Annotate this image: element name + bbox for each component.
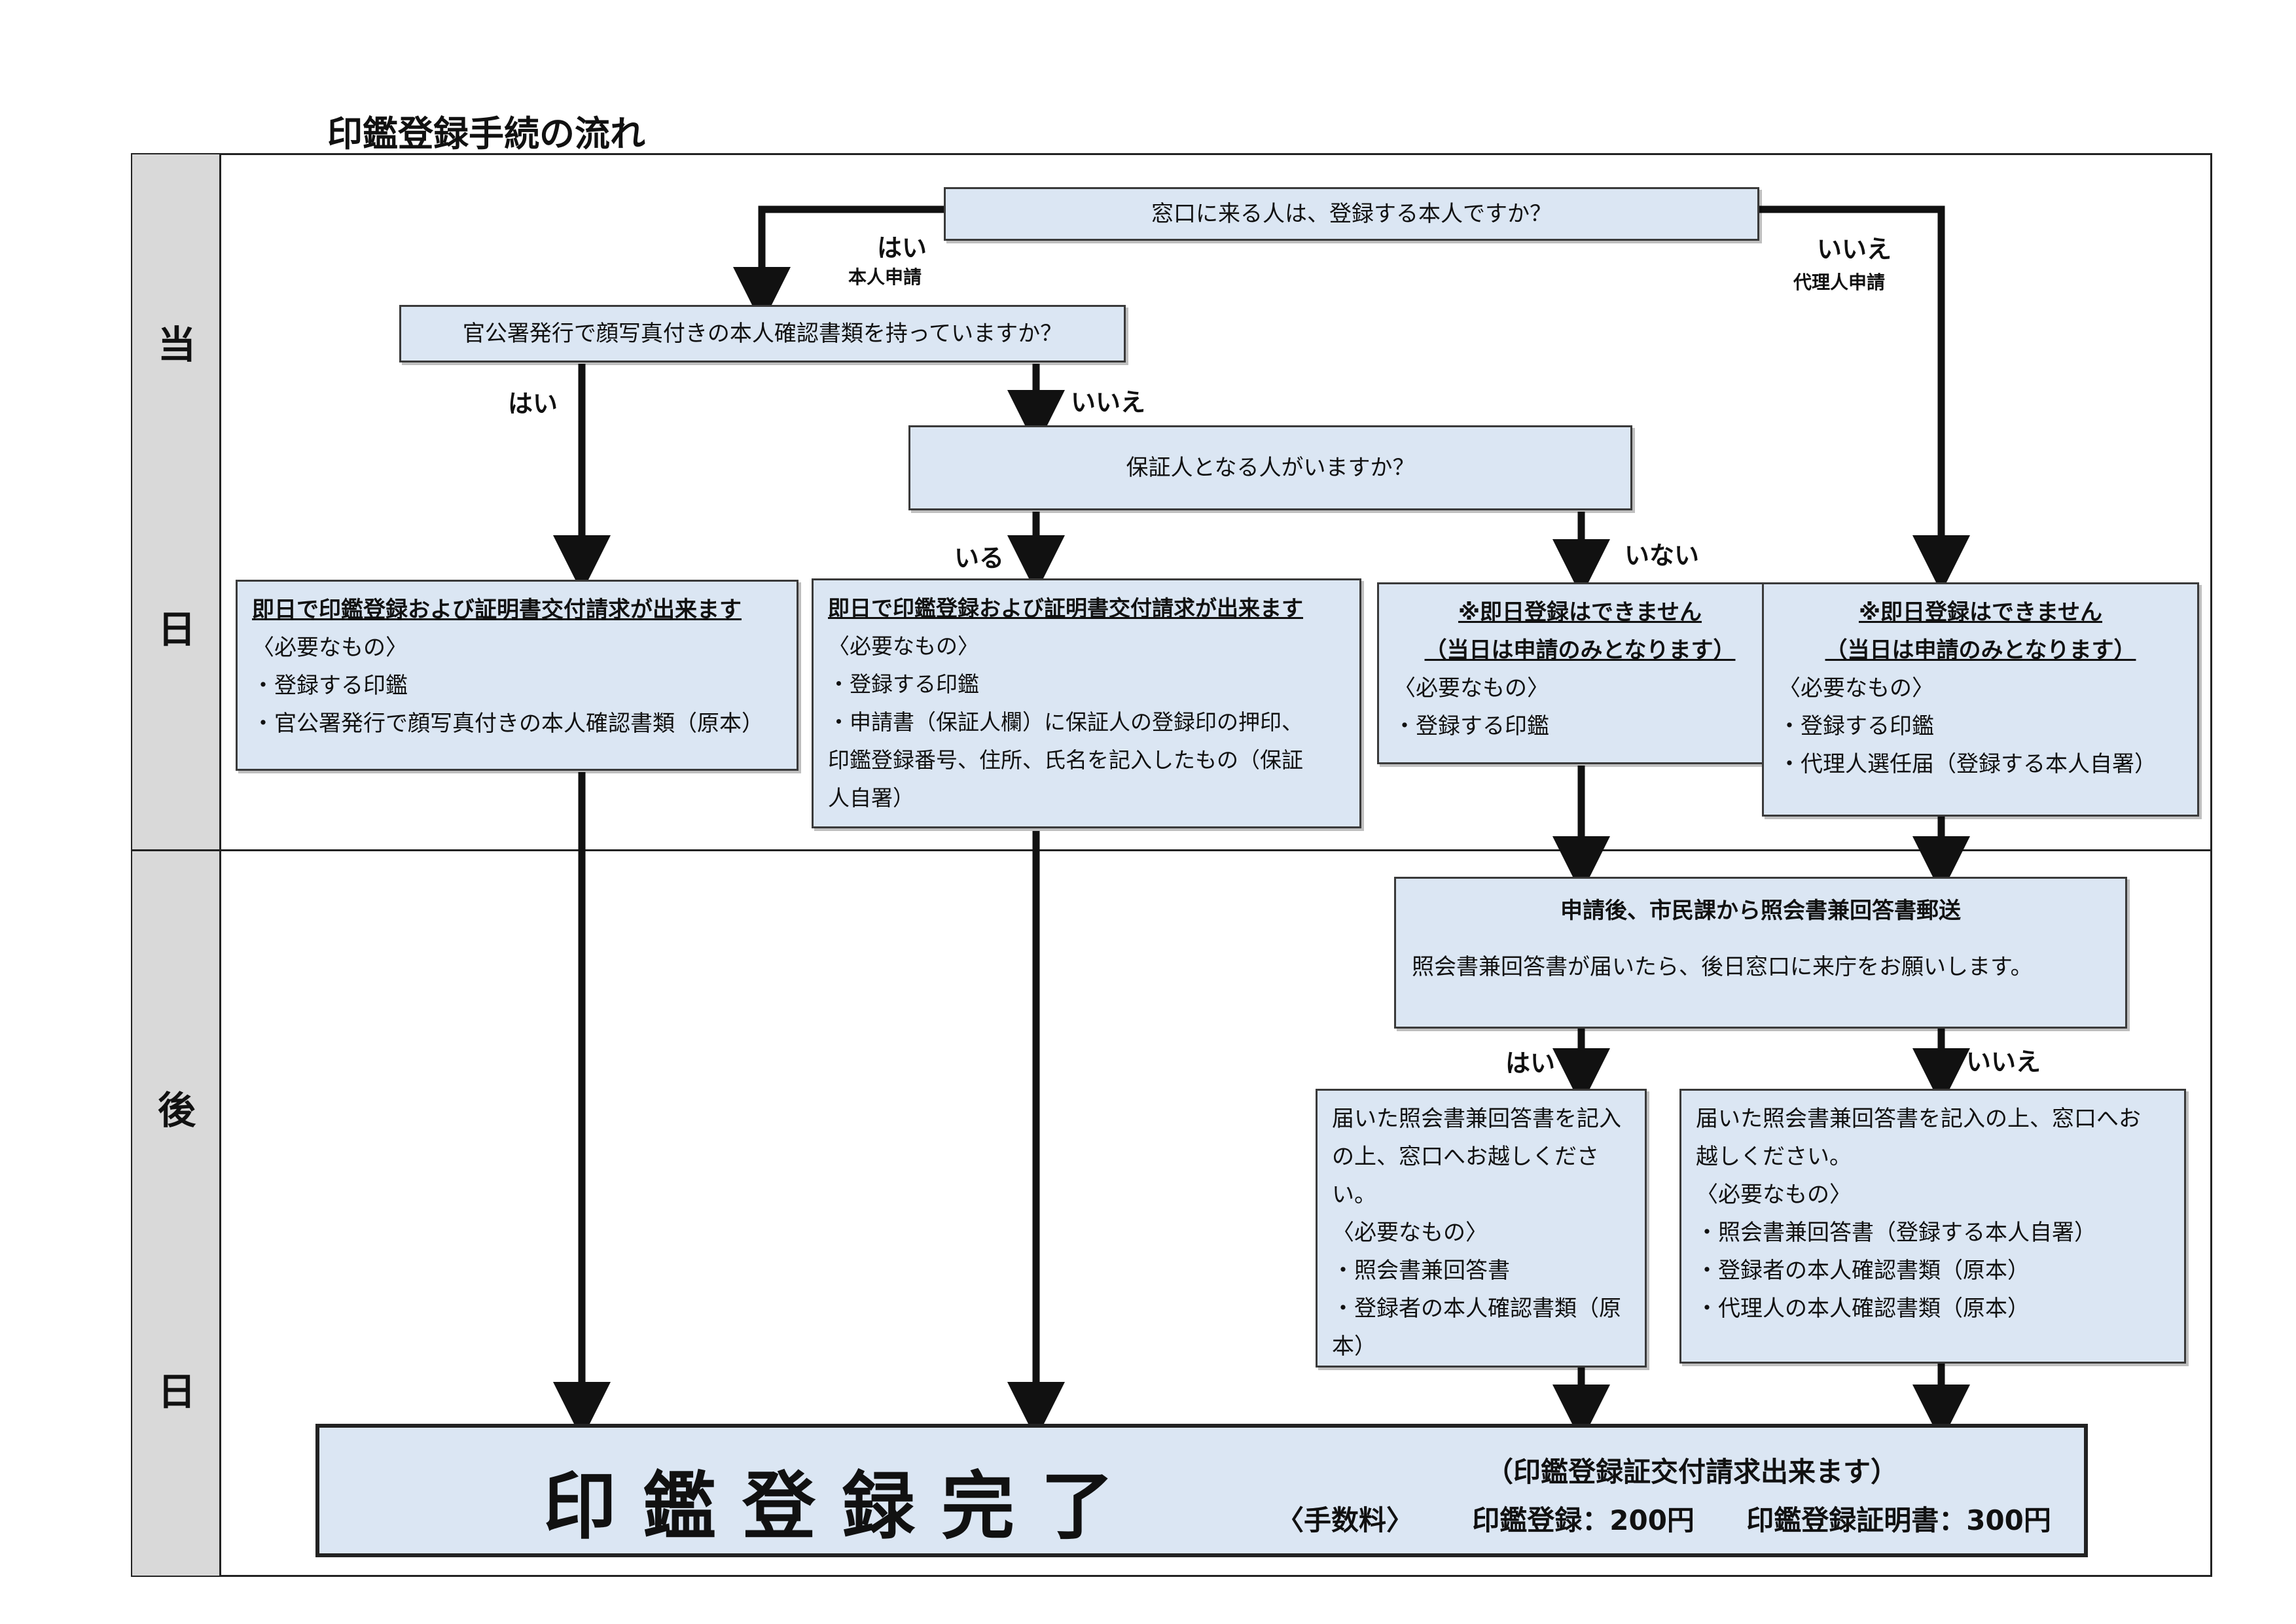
side-label-same-day-1: 当 [157, 323, 196, 367]
result-box-c-subheading: （当日は申請のみとなります） [1424, 637, 1736, 663]
result-box-b-line: 〈必要なもの〉 [828, 633, 979, 659]
q3-yes-label: いる [954, 544, 1005, 573]
side-column [132, 154, 221, 1576]
result-box-e: 届いた照会書兼回答書を記入 の上、窓口へお越しください。 〈必要なもの〉 ・照会… [1316, 1089, 1647, 1368]
result-box-a-line: ・登録する印鑑 [252, 673, 408, 699]
result-box-d-line: 〈必要なもの〉 [1778, 675, 1934, 701]
result-box-a: 即日で印鑑登録および証明書交付請求が出来ます 〈必要なもの〉 ・登録する印鑑 ・… [236, 580, 798, 771]
question-1: 窓口に来る人は、登録する本人ですか？ [944, 187, 1759, 241]
result-box-e-line: 〈必要なもの〉 [1332, 1220, 1488, 1246]
mail-no-label: いいえ [1966, 1048, 2041, 1076]
fee-registration: 印鑑登録：200円 [1472, 1504, 1695, 1536]
result-box-c-line: 〈必要なもの〉 [1393, 675, 1549, 701]
mail-box-body: 照会書兼回答書が届いたら、後日窓口に来庁をお願いします。 [1412, 954, 2033, 980]
result-box-f-line: 〈必要なもの〉 [1696, 1182, 1852, 1208]
result-box-c: ※即日登録はできません （当日は申請のみとなります） 〈必要なもの〉 ・登録する… [1377, 582, 1783, 764]
mail-yes-label: はい [1505, 1049, 1556, 1078]
result-box-f-line: ・代理人の本人確認書類（原本） [1696, 1296, 2030, 1322]
result-box-f-line: ・照会書兼回答書（登録する本人自署） [1696, 1220, 2096, 1246]
result-box-d-subheading: （当日は申請のみとなります） [1825, 637, 2136, 663]
result-box-f-line: 越しください。 [1696, 1144, 1852, 1170]
result-box-e-line: ・照会書兼回答書 [1332, 1258, 1510, 1284]
mail-box: 申請後、市民課から照会書兼回答書郵送 照会書兼回答書が届いたら、後日窓口に来庁を… [1394, 877, 2127, 1029]
fee-certificate: 印鑑登録証明書：300円 [1746, 1504, 2051, 1536]
flow-frame [131, 153, 2212, 1577]
q2-yes-label: はい [508, 389, 558, 418]
result-box-b-line: 人自署） [828, 785, 914, 811]
q3-no-label: いない [1624, 541, 1700, 570]
fee-label: 〈手数料〉 [1276, 1504, 1414, 1536]
result-box-b-heading: 即日で印鑑登録および証明書交付請求が出来ます [828, 595, 1303, 621]
side-label-later-day-2: 日 [157, 1369, 196, 1414]
result-box-d-line: ・代理人選任届（登録する本人自署） [1778, 751, 2157, 777]
arrow-q1-no [1759, 205, 1970, 593]
result-box-d-heading: ※即日登録はできません [1858, 599, 2103, 626]
question-3-text: 保証人となる人がいますか？ [1126, 455, 1415, 481]
result-box-a-heading: 即日で印鑑登録および証明書交付請求が出来ます [252, 597, 742, 623]
result-box-b-line: ・申請書（保証人欄）に保証人の登録印の押印、 [828, 709, 1303, 735]
question-2-text: 官公署発行で顔写真付きの本人確認書類を持っていますか？ [462, 321, 1063, 347]
q1-yes-label: はい [877, 234, 927, 262]
result-box-f-line: ・登録者の本人確認書類（原本） [1696, 1258, 2030, 1284]
result-box-d: ※即日登録はできません （当日は申請のみとなります） 〈必要なもの〉 ・登録する… [1762, 582, 2199, 817]
q1-yes-sub-label: 本人申請 [848, 266, 922, 288]
q1-no-label: いいえ [1817, 235, 1892, 264]
q2-no-label: いいえ [1071, 388, 1146, 417]
final-box [315, 1424, 2088, 1557]
question-2: 官公署発行で顔写真付きの本人確認書類を持っていますか？ [399, 305, 1126, 362]
side-label-later-day-1: 後 [157, 1088, 196, 1133]
arrow-q1-yes [733, 205, 944, 325]
result-box-d-line: ・登録する印鑑 [1778, 713, 1934, 739]
result-box-b-line: ・登録する印鑑 [828, 671, 979, 697]
side-label-same-day-2: 日 [157, 607, 196, 652]
result-box-e-line: ・登録者の本人確認書類（原 [1332, 1296, 1621, 1322]
result-box-e-line: 届いた照会書兼回答書を記入 [1332, 1106, 1621, 1132]
result-box-e-line: の上、窓口へお越しください。 [1332, 1144, 1599, 1208]
question-1-text: 窓口に来る人は、登録する本人ですか？ [1151, 201, 1552, 227]
page-title: 印鑑登録手続の流れ [327, 113, 645, 154]
final-title: 印鑑登録完了 [543, 1464, 1140, 1549]
final-fees: 〈手数料〉 印鑑登録：200円 印鑑登録証明書：300円 [1276, 1498, 2051, 1538]
question-3: 保証人となる人がいますか？ [908, 425, 1632, 510]
result-box-f: 届いた照会書兼回答書を記入の上、窓口へお 越しください。 〈必要なもの〉 ・照会… [1679, 1089, 2186, 1364]
result-box-b: 即日で印鑑登録および証明書交付請求が出来ます 〈必要なもの〉 ・登録する印鑑 ・… [812, 578, 1361, 828]
result-box-b-line: 印鑑登録番号、住所、氏名を記入したもの（保証 [828, 747, 1303, 773]
result-box-f-line: 届いた照会書兼回答書を記入の上、窓口へお [1696, 1106, 2141, 1132]
final-note: （印鑑登録証交付請求出来ます） [1486, 1456, 1899, 1488]
result-box-e-line: 本） [1332, 1333, 1376, 1360]
result-box-a-line: 〈必要なもの〉 [252, 635, 408, 661]
result-box-a-line: ・官公署発行で顔写真付きの本人確認書類（原本） [252, 711, 764, 737]
day-separator [131, 849, 2212, 851]
q1-no-sub-label: 代理人申請 [1793, 272, 1886, 293]
result-box-c-heading: ※即日登録はできません [1458, 599, 1702, 626]
result-box-c-line: ・登録する印鑑 [1393, 713, 1549, 739]
mail-box-heading: 申請後、市民課から照会書兼回答書郵送 [1560, 898, 1961, 924]
